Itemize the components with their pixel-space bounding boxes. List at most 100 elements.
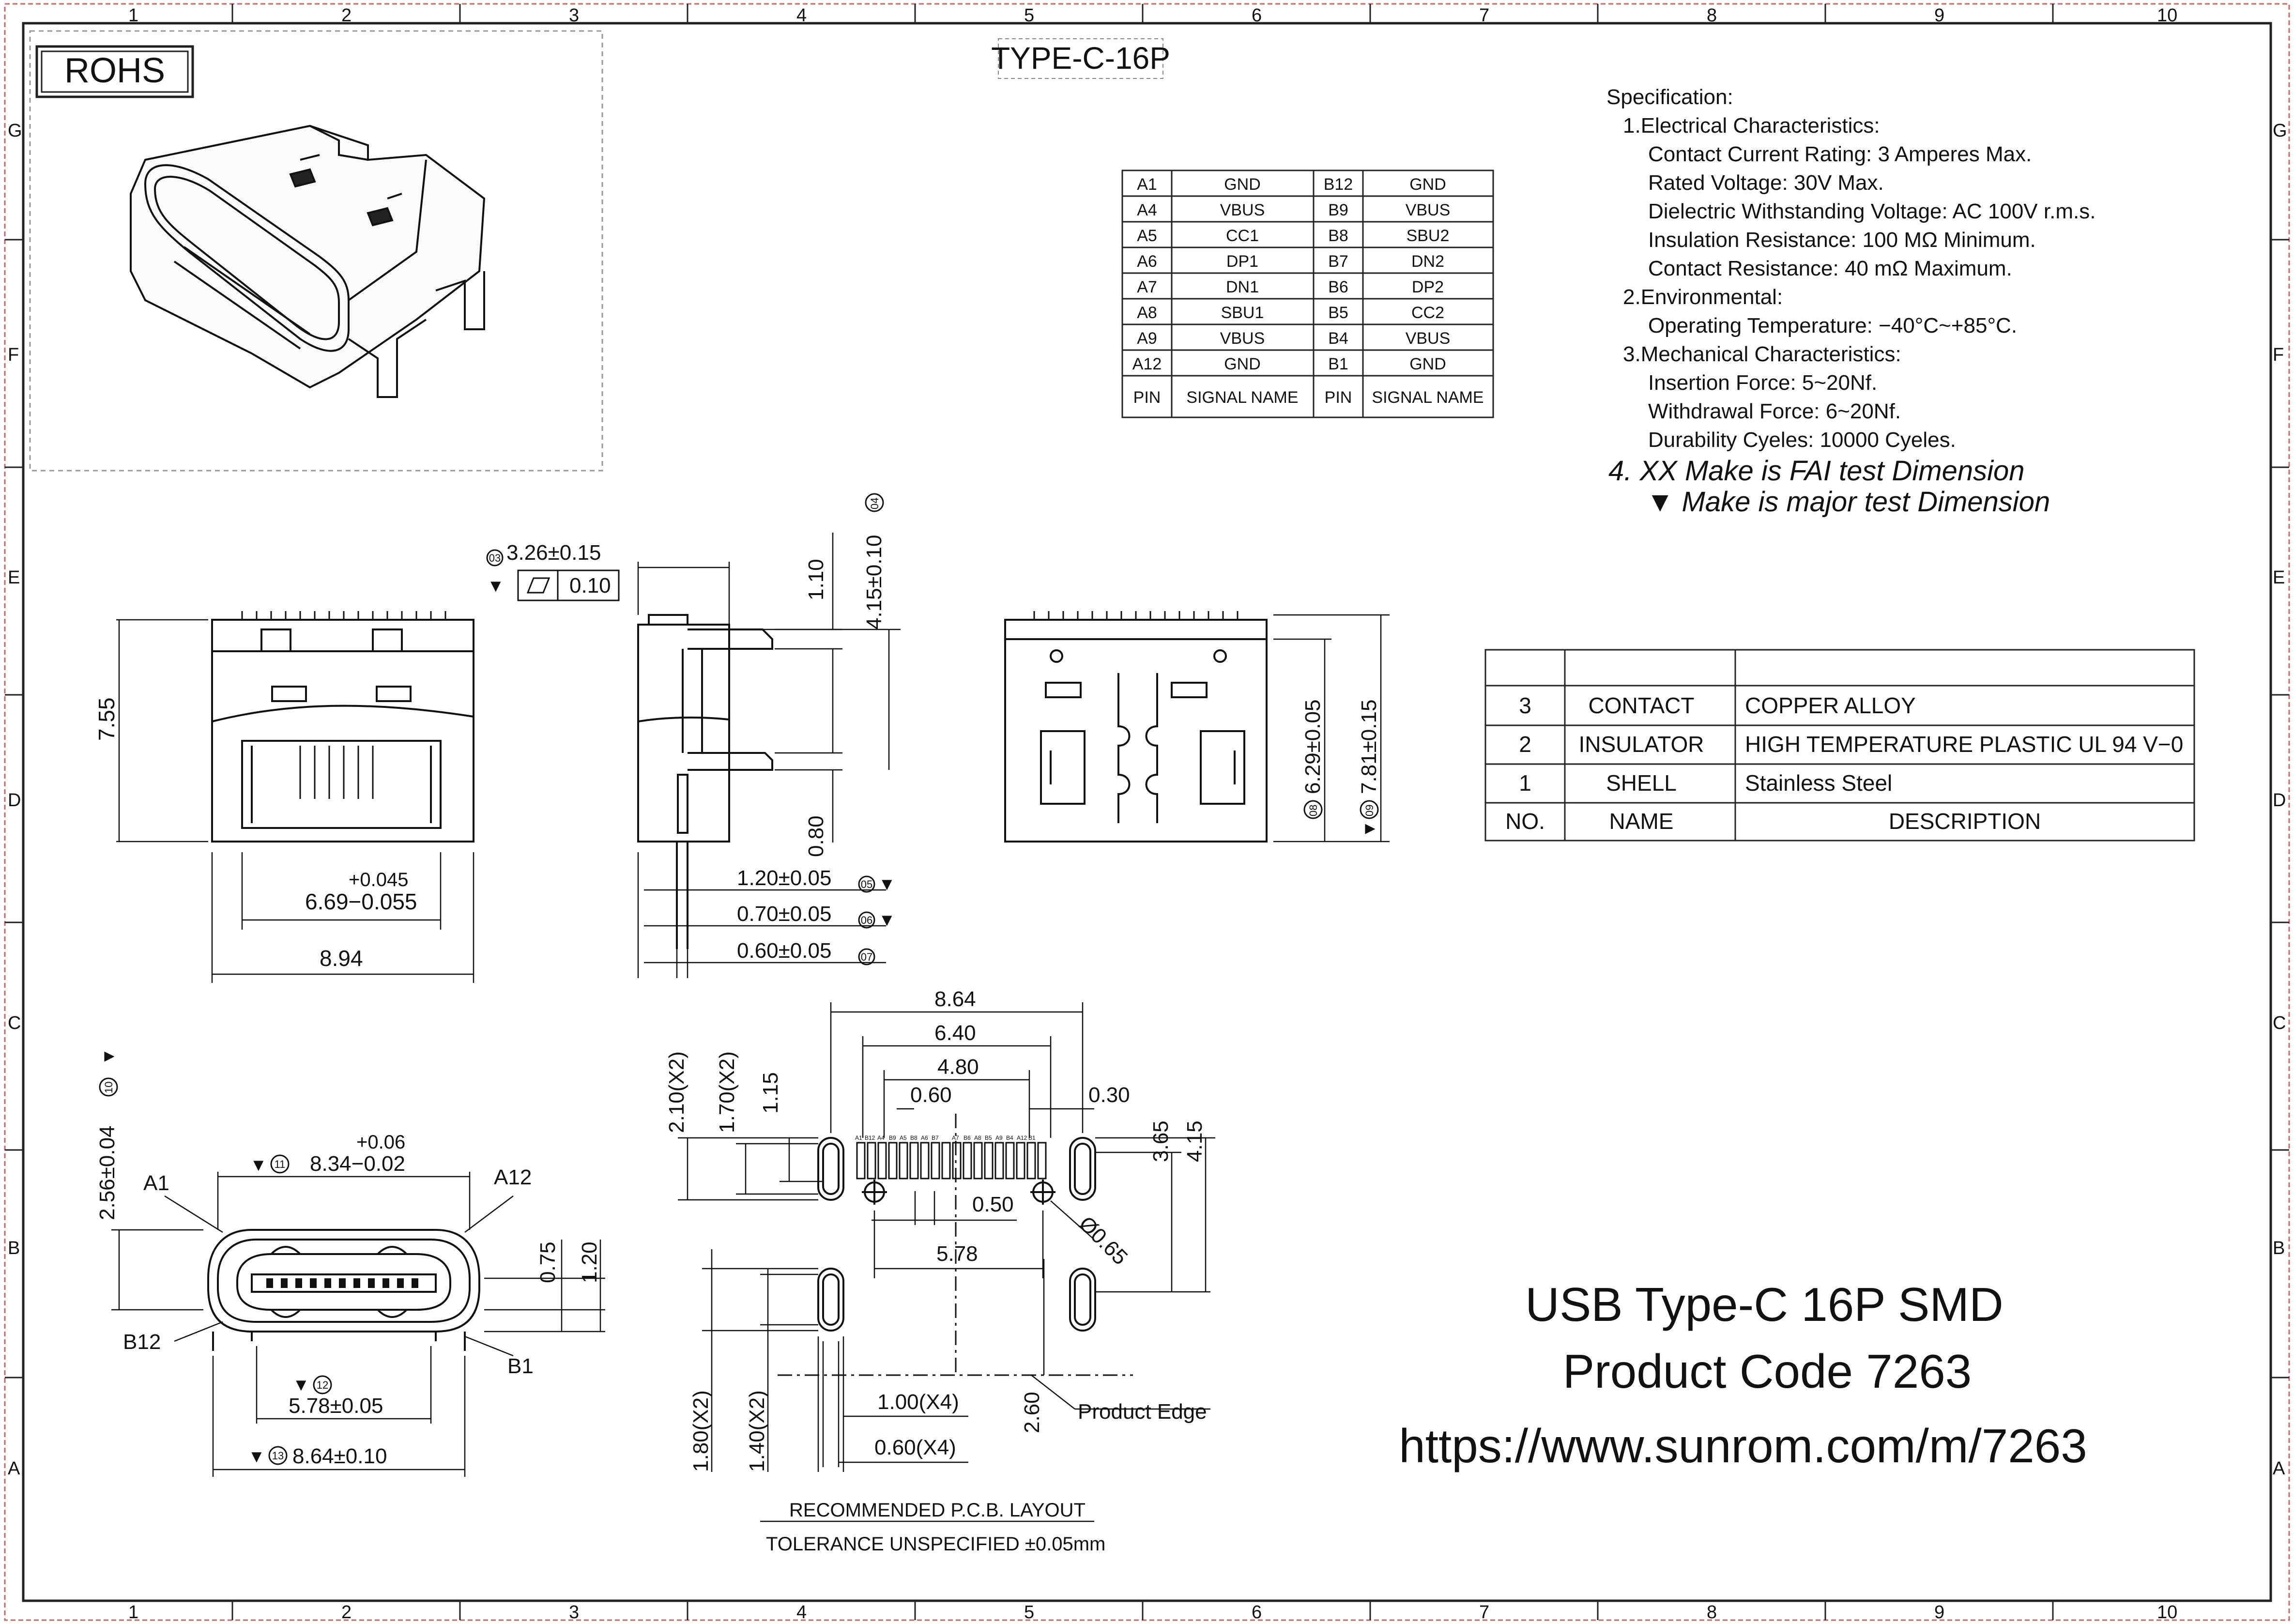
row-label: E [8, 567, 20, 588]
balloon-04 [865, 493, 884, 512]
pcb-dim-2-10: 2.10(X2) [665, 1051, 688, 1133]
signal-cell: GND [1409, 355, 1446, 373]
balloon-12 [313, 1375, 332, 1394]
pcb-dim-4-15: 4.15 [1183, 1120, 1207, 1162]
signal-cell: DP1 [1226, 252, 1258, 271]
dim-6-69-upper-tol: +0.045 [349, 869, 408, 890]
row-label: A [8, 1458, 20, 1479]
row-label: G [8, 121, 22, 141]
balloon-06 [858, 911, 875, 929]
pcb-pin-label: A7 [952, 1134, 959, 1141]
col-label: 4 [796, 5, 807, 26]
balloon-10-label: 10 [103, 1082, 115, 1093]
material-name: INSULATOR [1578, 732, 1704, 757]
balloon-10 [99, 1077, 118, 1097]
front-view-dim-text: 7.55 +0.045 6.69−0.055 8.94 [94, 697, 417, 971]
dim-1-20: 1.20±0.05 [737, 866, 831, 890]
balloon-05-label: 05 [861, 878, 872, 890]
major-marker: ▼ [292, 1375, 310, 1394]
title-block: TYPE-C-16P [991, 38, 1170, 79]
dim-0-60: 0.60±0.05 [737, 939, 831, 963]
dim-5-78: 5.78±0.05 [289, 1394, 383, 1418]
pin-cell: B4 [1328, 329, 1348, 348]
isometric-view [29, 30, 603, 472]
pin-label-a12: A12 [494, 1165, 532, 1189]
side-view-dims [637, 533, 901, 978]
pcb-tolerance-note: TOLERANCE UNSPECIFIED ±0.05mm [766, 1533, 1105, 1555]
dim-7-55: 7.55 [94, 697, 119, 741]
pin-label-b1: B1 [507, 1354, 534, 1378]
balloon-08-label: 08 [1307, 805, 1319, 816]
signal-cell: VBUS [1406, 201, 1451, 219]
spec-line: 2.Environmental: [1623, 285, 1783, 309]
pcb-dim-6-40: 6.40 [934, 1021, 976, 1045]
pin-cell: A7 [1137, 278, 1157, 296]
signal-cell: CC2 [1411, 304, 1444, 322]
pcb-dim-4-80: 4.80 [937, 1055, 979, 1079]
pcb-pin-label: B1 [1028, 1134, 1036, 1141]
row-label: C [2273, 1013, 2286, 1033]
col-label: 1 [128, 1602, 138, 1623]
pcb-dim-8-64: 8.64 [934, 987, 976, 1011]
dim-8-34-upper-tol: +0.06 [356, 1132, 405, 1153]
balloon-05 [858, 875, 875, 893]
pcb-pin-label: A6 [921, 1134, 928, 1141]
grid-ticks [5, 4, 2289, 1620]
pcb-dim-1-00: 1.00(X4) [877, 1390, 959, 1414]
col-label: 6 [1252, 5, 1262, 26]
pcb-dim-0-50: 0.50 [972, 1193, 1014, 1216]
pin-cell: B12 [1324, 175, 1353, 194]
col-label: 3 [569, 1602, 579, 1623]
pcb-dim-0-60: 0.60 [910, 1083, 952, 1107]
product-url: https://www.sunrom.com/m/7263 [1399, 1419, 2087, 1472]
spec-line: 1.Electrical Characteristics: [1623, 114, 1880, 138]
signal-cell: DN1 [1226, 278, 1259, 296]
pcb-pin-label: A9 [995, 1134, 1003, 1141]
dim-0-75: 0.75 [536, 1241, 560, 1283]
row-label: F [2273, 345, 2284, 365]
balloon-04-label: 04 [869, 498, 881, 509]
balloon-07-label: 07 [861, 951, 872, 963]
dim-8-64: 8.64±0.10 [292, 1444, 387, 1468]
pin-header: PIN [1133, 388, 1161, 407]
pin-cell: A9 [1137, 329, 1157, 348]
pcb-pin-label: A1 [855, 1134, 862, 1141]
col-label: 6 [1252, 1602, 1262, 1623]
col-label: 3 [569, 5, 579, 26]
major-marker: ▼ [250, 1155, 267, 1175]
pin-cell: A8 [1137, 304, 1157, 322]
flatness-value: 0.10 [569, 574, 611, 598]
product-edge-label: Product Edge [1078, 1400, 1207, 1424]
material-no: 1 [1519, 770, 1531, 796]
row-label: C [8, 1013, 21, 1033]
pcb-pin-label: B4 [1006, 1134, 1013, 1141]
col-label: 1 [128, 5, 138, 26]
major-marker: ▼ [1359, 820, 1379, 838]
pin-cell: A5 [1137, 227, 1157, 245]
spec-note-major: ▼ Make is major test Dimension [1646, 486, 2050, 518]
major-marker: ▼ [878, 910, 896, 930]
col-label: 10 [2157, 1602, 2177, 1623]
row-label: G [2273, 121, 2287, 141]
pcb-pin-label: B7 [932, 1134, 939, 1141]
balloon-13-label: 13 [272, 1450, 284, 1462]
pcb-pin-label: A8 [974, 1134, 981, 1141]
material-header-no: NO. [1505, 809, 1545, 834]
spec-line: Operating Temperature: −40°C~+85°C. [1648, 314, 2017, 337]
pcb-dim-3-65: 3.65 [1149, 1120, 1173, 1162]
pcb-layout [778, 1114, 1133, 1376]
pin-cell: A4 [1137, 201, 1157, 219]
pcb-pin-labels: A1 B12 A4 B9 A5 B8 A6 B7 A7 B6 A8 B5 A9 … [855, 1134, 1036, 1141]
side-view [637, 614, 773, 949]
col-label: 5 [1024, 5, 1034, 26]
material-desc: COPPER ALLOY [1745, 693, 1916, 718]
major-marker: ▼ [98, 1048, 118, 1065]
front-view [211, 611, 474, 843]
spec-line: Insertion Force: 5~20Nf. [1648, 371, 1877, 395]
col-label: 9 [1934, 1602, 1944, 1623]
pcb-dim-1-40: 1.40(X2) [745, 1390, 769, 1472]
pcb-pin-label: B12 [865, 1134, 875, 1141]
col-label: 9 [1934, 5, 1944, 26]
col-label: 4 [796, 1602, 807, 1623]
pin-cell: B8 [1328, 227, 1348, 245]
